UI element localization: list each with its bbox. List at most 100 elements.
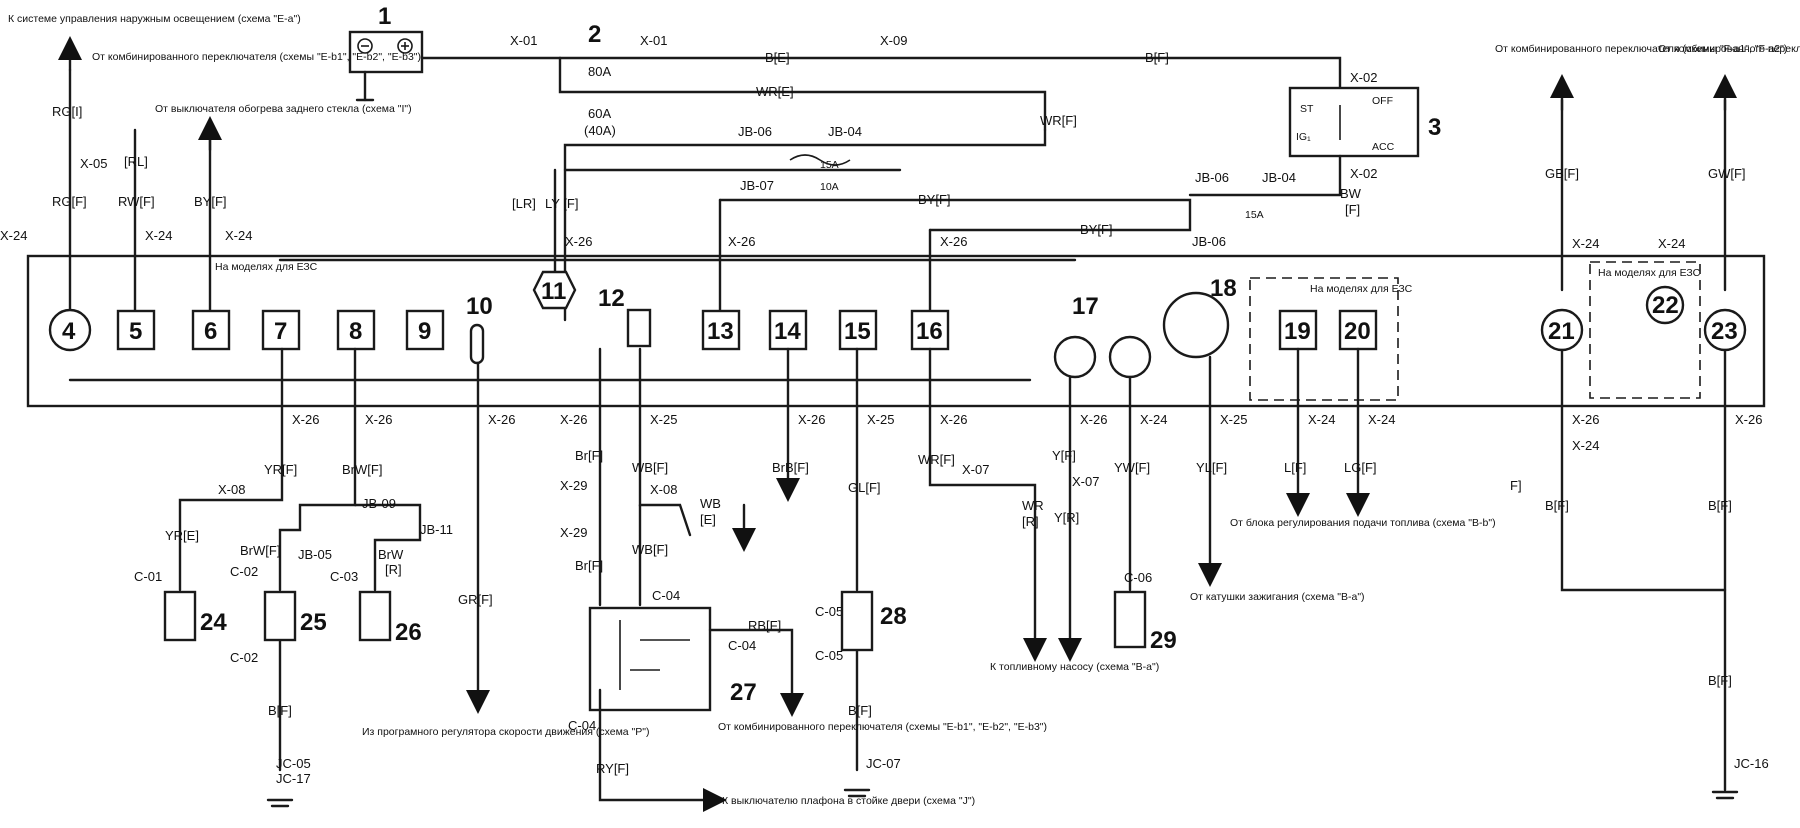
wire-wrf2: WR[F] — [918, 452, 955, 467]
wire-brwf2: BrW[F] — [240, 543, 280, 558]
wire-wb: WB — [700, 496, 721, 511]
ign-acc: ACC — [1372, 141, 1395, 153]
label-5: 5 — [129, 318, 142, 345]
conn-x08b: X-08 — [650, 482, 677, 497]
conn-c02b: C-02 — [230, 650, 258, 665]
wire-lf: L[F] — [1284, 460, 1306, 475]
conn-jc16: JC-16 — [1734, 756, 1769, 771]
wire-rwf: RW[F] — [118, 194, 155, 209]
label-6: 6 — [204, 318, 217, 345]
label-21: 21 — [1548, 318, 1575, 345]
label-27: 27 — [730, 679, 757, 706]
b-x24c: X-24 — [1308, 412, 1335, 427]
b-x26k: X-26 — [560, 412, 587, 427]
note-rear-heat: От выключателя обогрева заднего стекла (… — [155, 103, 412, 115]
b-x26f: X-26 — [1080, 412, 1107, 427]
ignition-switch: ST OFF IG₁ ACC 3 — [1288, 86, 1441, 158]
b-x24g: X-24 — [1140, 412, 1167, 427]
wire-brw-r: [R] — [385, 562, 402, 577]
label-19: 19 — [1284, 318, 1311, 345]
fuse-60a: 60A — [588, 106, 611, 121]
wire-gwf: GW[F] — [1708, 166, 1746, 181]
wire-brf: Br[F] — [575, 448, 603, 463]
wire-byf-a: BY[F] — [918, 192, 951, 207]
conn-x02a: X-02 — [1350, 70, 1377, 85]
main-feed-wires — [420, 56, 1342, 322]
b-x26d: X-26 — [365, 412, 392, 427]
label-15: 15 — [844, 318, 871, 345]
conn-jb09: JB-09 — [362, 496, 396, 511]
label-25: 25 — [300, 609, 327, 636]
label-8: 8 — [349, 318, 362, 345]
wire-brbf: BrB[F] — [772, 460, 809, 475]
wire-yf: Y[F] — [1052, 448, 1076, 463]
b-x25e: X-25 — [867, 412, 894, 427]
conn-x07a: X-07 — [962, 462, 989, 477]
wire-bf-23b: B[F] — [1708, 673, 1732, 688]
wire-yre: YR[E] — [165, 528, 199, 543]
wire-yrf: YR[F] — [264, 462, 297, 477]
conn-jc05: JC-05 — [276, 756, 311, 771]
label-14: 14 — [774, 318, 801, 345]
wire-rgi: RG[I] — [52, 104, 82, 119]
conn-x24f: X-24 — [1572, 236, 1599, 251]
conn-c04b: C-04 — [728, 638, 756, 653]
wire-glf: GL[F] — [848, 480, 881, 495]
cluster-elements: 4 5 6 7 8 9 10 11 12 13 14 15 16 17 18 Н… — [48, 261, 1747, 401]
ground-symbols — [266, 788, 1739, 808]
label-20: 20 — [1344, 318, 1371, 345]
conn-x26l: X-26 — [565, 234, 592, 249]
note-ebs1: На моделях для ЕЗС — [215, 261, 318, 273]
wire-bw2: [F] — [1345, 202, 1360, 217]
label-18: 18 — [1210, 275, 1237, 302]
note-combo-left: От комбинированного переключателя (схемы… — [92, 51, 421, 63]
wire-wr: WR — [1022, 498, 1044, 513]
bottom-wiring — [178, 347, 1727, 812]
label-26: 26 — [395, 619, 422, 646]
fuse-15b: 15A — [1245, 209, 1264, 221]
wire-gbf: GB[F] — [1545, 166, 1579, 181]
fuse-80a: 80A — [588, 64, 611, 79]
wire-wbf: WB[F] — [632, 460, 668, 475]
conn-jb05: JB-05 — [298, 547, 332, 562]
label-9: 9 — [418, 318, 431, 345]
battery: 1 — [348, 3, 424, 102]
label-13: 13 — [707, 318, 734, 345]
label-4: 4 — [62, 318, 76, 345]
note-ign-coil: От катушки зажигания (схема "B-a") — [1190, 591, 1365, 603]
conn-c05a: C-05 — [815, 604, 843, 619]
label-11: 11 — [541, 278, 566, 305]
wire-ywf: YW[F] — [1114, 460, 1150, 475]
conn-c06: C-06 — [1124, 570, 1152, 585]
label-7: 7 — [274, 318, 287, 345]
conn-x08a: X-08 — [218, 482, 245, 497]
wire-ylf: YL[F] — [1196, 460, 1227, 475]
fuse-10a: 10A — [820, 181, 839, 193]
fuse-40a: (40A) — [584, 123, 616, 138]
ign-ig1: IG₁ — [1296, 131, 1311, 143]
jb07k: JB-07 — [740, 178, 774, 193]
instrument-cluster — [26, 254, 1766, 408]
label-23: 23 — [1711, 318, 1738, 345]
conn-c02a: C-02 — [230, 564, 258, 579]
label-3: 3 — [1428, 114, 1441, 141]
note-ext-light: К системе управления наружным освещением… — [8, 13, 301, 25]
note-door-lamp: К выключателю плафона в стойке двери (сх… — [722, 795, 975, 807]
jb06h: JB-06 — [1192, 234, 1226, 249]
conn-x01a: X-01 — [510, 33, 537, 48]
conn-x24b: X-24 — [1658, 236, 1685, 251]
jb04a: JB-04 — [828, 124, 862, 139]
wire-bf-25: B[F] — [268, 703, 292, 718]
b-x26j: X-26 — [488, 412, 515, 427]
wire-f-lone: F] — [1510, 478, 1522, 493]
conn-x24k: X-24 — [225, 228, 252, 243]
wire-rgf: RG[F] — [52, 194, 87, 209]
conn-x09: X-09 — [880, 33, 907, 48]
component-27: 27 — [588, 606, 757, 712]
label-10: 10 — [466, 293, 493, 320]
jb06f: JB-06 — [738, 124, 772, 139]
conn-x24d: X-24 — [145, 228, 172, 243]
conn-x24r: X-24 — [0, 228, 27, 243]
b-x24e: X-24 — [1368, 412, 1395, 427]
conn-c03: C-03 — [330, 569, 358, 584]
